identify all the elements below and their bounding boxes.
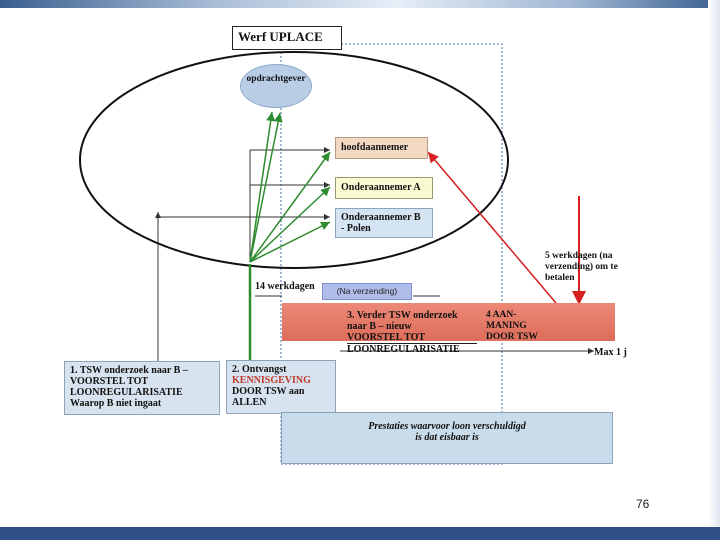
step2-line: DOOR TSW aan bbox=[232, 386, 305, 397]
step2-line: KENNISGEVING bbox=[232, 375, 311, 386]
step1-line: VOORSTEL TOT bbox=[70, 376, 149, 387]
step5-line: verzending) om te bbox=[545, 262, 618, 272]
step3-line: naar B – nieuw bbox=[347, 321, 412, 332]
site-ellipse bbox=[79, 51, 509, 269]
footer-bar bbox=[0, 527, 720, 540]
werkdagen-14-label: 14 werkdagen bbox=[255, 281, 315, 292]
step3-line: LOONREGULARISATIE bbox=[347, 343, 477, 355]
onderaannemer-b-box: Onderaannemer B - Polen bbox=[335, 208, 433, 238]
onderaannemer-b-line2: - Polen bbox=[341, 223, 371, 234]
step5-line: 5 werkdagen (na bbox=[545, 251, 613, 261]
top-decor-band bbox=[0, 0, 720, 8]
timeline-red-bar bbox=[282, 303, 615, 341]
page-number: 76 bbox=[636, 497, 650, 511]
step3-line: VOORSTEL TOT bbox=[347, 332, 426, 343]
green-arrow-opd-2 bbox=[249, 112, 283, 263]
werf-boundary-dotted bbox=[280, 43, 503, 465]
site-title: Werf UPLACE bbox=[232, 26, 342, 50]
timeline-red-bar-shade bbox=[282, 303, 615, 341]
prestaties-line: Prestaties waarvoor loon verschuldigd bbox=[368, 421, 526, 432]
max-duration-label: Max 1 j bbox=[594, 347, 627, 358]
prestaties-box: Prestaties waarvoor loon verschuldigd is… bbox=[281, 412, 613, 464]
step2-box: 2. Ontvangst KENNISGEVING DOOR TSW aan A… bbox=[226, 360, 336, 414]
step4-line: 4 AAN- bbox=[486, 310, 517, 320]
step1-line: 1. TSW onderzoek naar B – bbox=[70, 365, 188, 376]
step1-line: Waarop B niet ingaat bbox=[70, 398, 162, 409]
step1-line: LOONREGULARISATIE bbox=[70, 387, 183, 398]
green-arrow-hoofd bbox=[249, 151, 331, 263]
hoofdaannemer-box: hoofdaannemer bbox=[335, 137, 428, 159]
right-edge-decor bbox=[708, 0, 720, 527]
red-arrow-hoofd bbox=[427, 151, 557, 304]
step2-line: ALLEN bbox=[232, 397, 267, 408]
step4-line: MANING bbox=[486, 321, 527, 331]
prestaties-line: is dat eisbaar is bbox=[415, 432, 479, 443]
green-arrow-ondB bbox=[249, 221, 331, 263]
step3-line: 3. Verder TSW onderzoek bbox=[347, 310, 458, 321]
step3-box: 3. Verder TSW onderzoek naar B – nieuw V… bbox=[344, 308, 480, 355]
onderaannemer-b-line1: Onderaannemer B bbox=[341, 212, 421, 223]
step5-label: 5 werkdagen (na verzending) om te betale… bbox=[545, 251, 650, 284]
step4-line: DOOR TSW bbox=[486, 332, 538, 342]
step1-box: 1. TSW onderzoek naar B – VOORSTEL TOT L… bbox=[64, 361, 220, 415]
step4-box: 4 AAN- MANING DOOR TSW bbox=[484, 308, 544, 344]
green-arrow-ondA bbox=[249, 186, 331, 263]
green-arrow-opd-1 bbox=[249, 111, 276, 263]
step2-line: 2. Ontvangst bbox=[232, 364, 287, 375]
opdrachtgever-node: opdrachtgever bbox=[240, 64, 312, 108]
na-verzending-label: (Na verzending) bbox=[322, 283, 412, 300]
onderaannemer-a-box: Onderaannemer A bbox=[335, 177, 433, 199]
step5-line: betalen bbox=[545, 273, 575, 283]
